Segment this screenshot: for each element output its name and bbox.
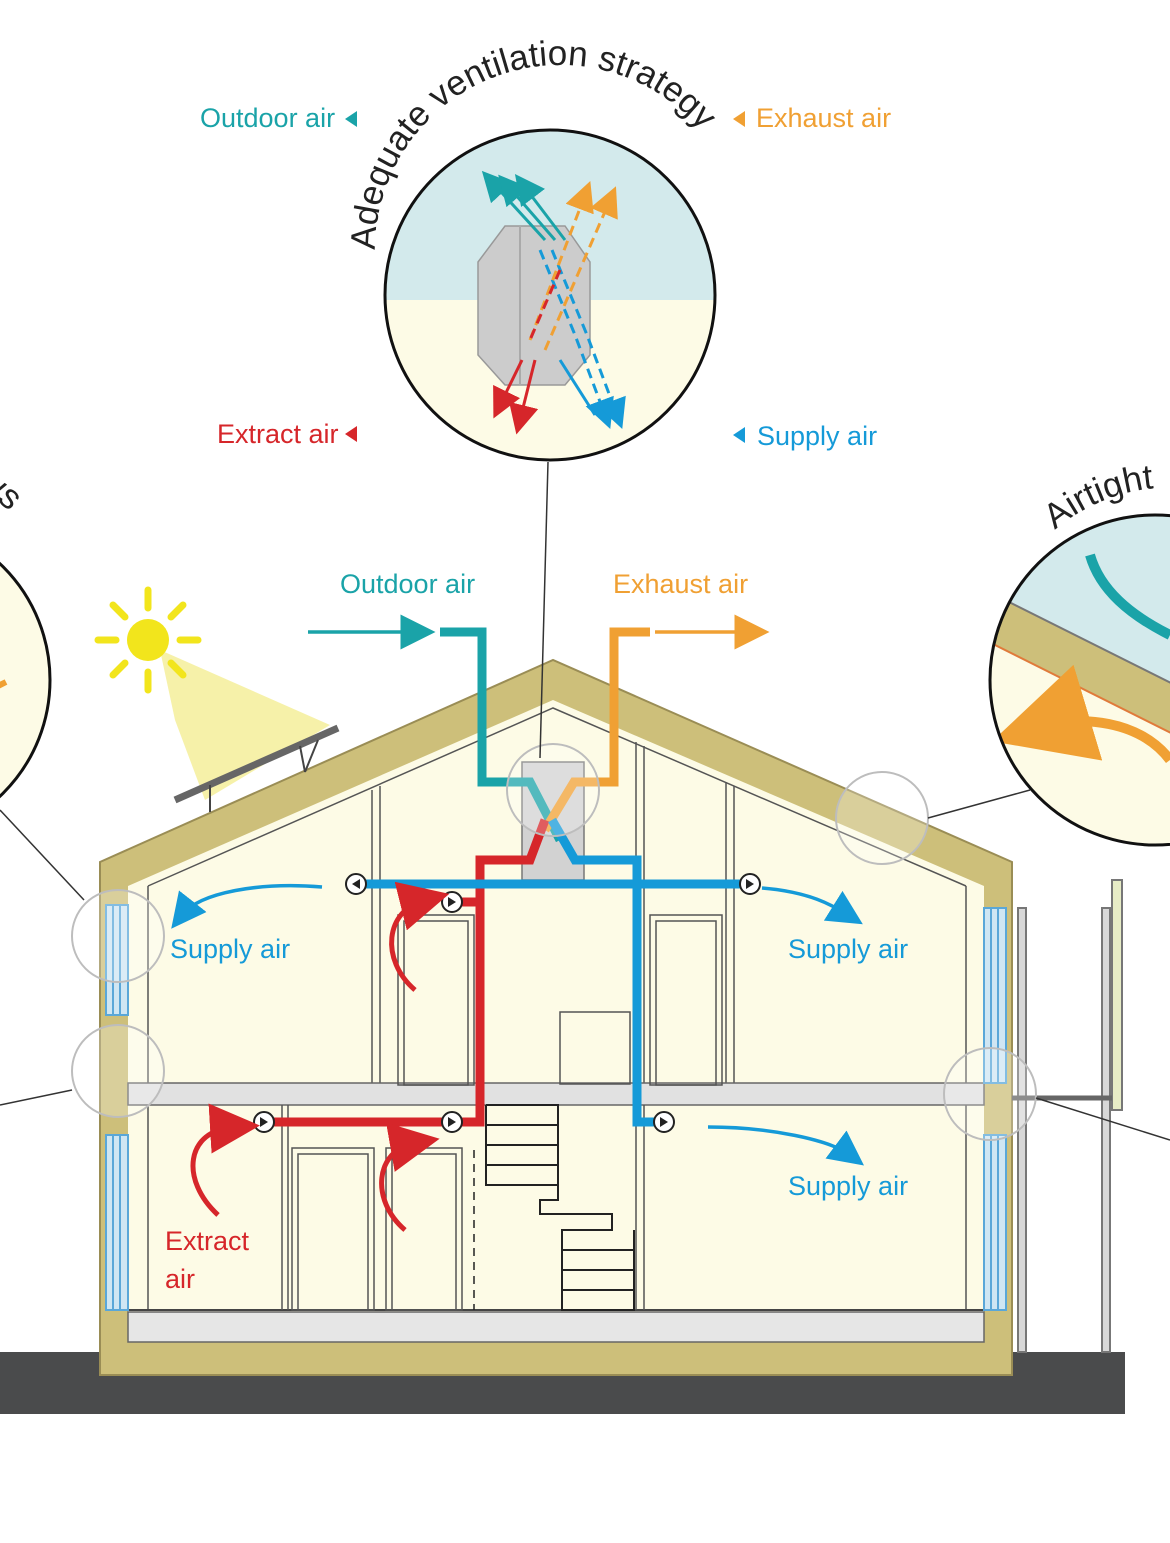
roof-exhaust-air-label: Exhaust air [613, 569, 748, 599]
supply-arrow-upper-right [761, 886, 863, 925]
legend-exhaust-marker [733, 111, 745, 127]
ground-floor [127, 1311, 985, 1343]
supply-air-label-upper-right: Supply air [788, 934, 908, 964]
exhaust-air-duct [541, 627, 650, 833]
airtight-detail-circle [988, 513, 1170, 847]
supply-arrow-lower-right [707, 1125, 865, 1166]
windows-circle-title: dows [0, 441, 30, 518]
outdoor-air-duct [440, 627, 564, 843]
staircase [473, 1104, 635, 1311]
ventilation-detail-circle [383, 128, 717, 462]
supply-arrow-upper-left [171, 884, 323, 929]
detail-markers [71, 743, 1037, 1141]
right-windows [983, 907, 1007, 1311]
legend-outdoor-marker [345, 111, 357, 127]
legend-exhaust-air: Exhaust air [756, 103, 891, 133]
supply-air-label-upper-left: Supply air [170, 934, 290, 964]
interior-doors [281, 914, 723, 1311]
legend-extract-marker [345, 426, 357, 442]
sun-icon [94, 586, 330, 800]
garden-posts [1012, 879, 1123, 1353]
legend-supply-air: Supply air [757, 421, 877, 451]
left-windows [105, 904, 129, 1311]
supply-air-label-lower-right: Supply air [788, 1171, 908, 1201]
legend-extract-air: Extract air [217, 419, 339, 449]
roof-studs [371, 742, 735, 1085]
extract-air-label-line1: Extract [165, 1226, 250, 1256]
extract-arrow-lower-mid [379, 1122, 440, 1232]
solar-panel [173, 724, 340, 812]
extract-arrow-lower-left [190, 1103, 260, 1217]
roof-outdoor-air-label: Outdoor air [340, 569, 475, 599]
middle-floor [127, 1082, 985, 1106]
legend-supply-marker [733, 427, 745, 443]
extract-arrow-upper [389, 881, 450, 992]
house-interior [128, 700, 984, 1312]
legend-outdoor-air: Outdoor air [200, 103, 335, 133]
windows-detail-circle [0, 520, 52, 840]
svg-text:dows: dows [0, 441, 30, 518]
extract-air-label-line2: air [165, 1264, 195, 1294]
